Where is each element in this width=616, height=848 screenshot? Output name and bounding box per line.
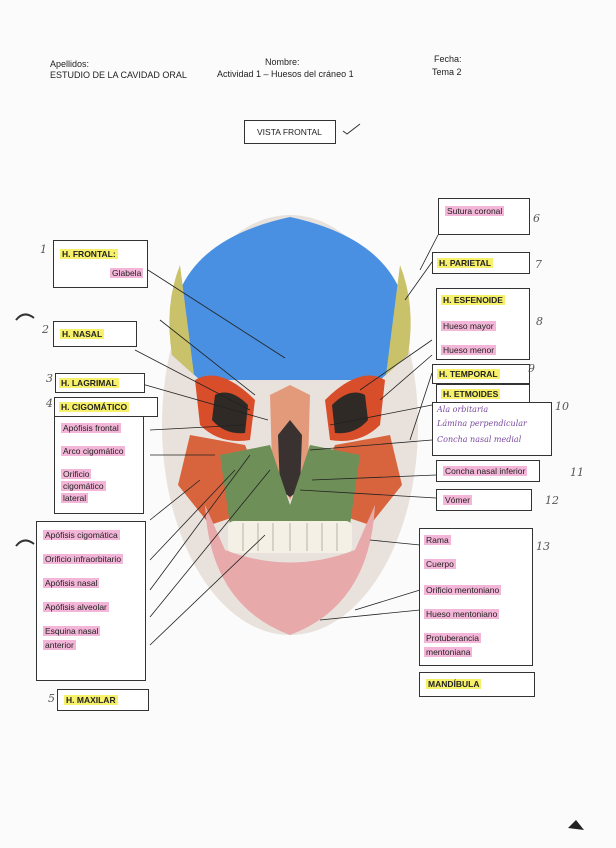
esquina-line-2: anterior <box>43 640 76 650</box>
etmoides-parts-box: Ala orbitaria Lámina perpendicular Conch… <box>432 402 552 456</box>
protuberancia-line-1: Protuberancia <box>424 633 481 643</box>
number-8: 8 <box>536 315 543 328</box>
mandibula-item: Orificio mentoniano <box>424 585 501 595</box>
hueso-menor-label: Hueso menor <box>441 345 496 355</box>
number-13: 13 <box>536 540 550 553</box>
maxilar-parts-box: Apófisis cigomática Orificio infraorbita… <box>36 521 146 681</box>
number-3: 3 <box>46 372 53 385</box>
etmoides-box: H. ETMOIDES <box>436 384 530 404</box>
number-9: 9 <box>528 362 535 375</box>
mandibula-parts-box: Rama Cuerpo Orificio mentoniano Hueso me… <box>419 528 533 666</box>
esfenoide-box: H. ESFENOIDE Hueso mayor Hueso menor <box>436 288 530 360</box>
number-5: 5 <box>48 692 55 705</box>
hueso-mayor-label: Hueso mayor <box>441 321 496 331</box>
concha-inferior-label: Concha nasal inferior <box>443 466 527 476</box>
maxilar-item: Apófisis alveolar <box>43 602 109 612</box>
number-10: 10 <box>555 400 569 413</box>
hole-punch-mark <box>14 538 36 550</box>
vomer-box: Vómer <box>436 489 532 511</box>
temporal-label: H. TEMPORAL <box>437 369 500 379</box>
mandibula-label: MANDÍBULA <box>426 679 481 689</box>
number-4: 4 <box>46 397 53 410</box>
mandibula-item: Cuerpo <box>424 559 456 569</box>
cigomatico-box: H. CIGOMÁTICO <box>54 397 158 417</box>
protuberancia-line-2: mentoniana <box>424 647 472 657</box>
parietal-box: H. PARIETAL <box>432 252 530 274</box>
sutura-box: Sutura coronal <box>438 198 530 235</box>
sutura-label: Sutura coronal <box>445 206 504 216</box>
number-12: 12 <box>545 494 559 507</box>
frontal-label: H. FRONTAL: <box>60 249 118 259</box>
corner-mark <box>566 818 586 832</box>
frontal-box: H. FRONTAL: Glabela <box>53 240 148 288</box>
vomer-label: Vómer <box>443 495 472 505</box>
number-2: 2 <box>42 323 49 336</box>
number-7: 7 <box>535 258 542 271</box>
concha-medial-handwritten: Concha nasal medial <box>437 435 521 444</box>
maxilar-item: Apófisis nasal <box>43 578 99 588</box>
mandibula-item: Hueso mentoniano <box>424 609 499 619</box>
number-6: 6 <box>533 212 540 225</box>
temporal-box: H. TEMPORAL <box>432 364 530 384</box>
glabela-label: Glabela <box>110 268 143 278</box>
ala-orbitaria-handwritten: Ala orbitaria <box>437 405 488 414</box>
orificio-line-3: lateral <box>61 493 88 503</box>
orificio-line-2: cigomático <box>61 481 106 491</box>
parietal-label: H. PARIETAL <box>437 258 493 268</box>
lagrimal-box: H. LAGRIMAL <box>55 373 145 393</box>
esquina-line-1: Esquina nasal <box>43 626 100 636</box>
nasal-box: H. NASAL <box>53 321 137 347</box>
cigomatico-parts-box: Apófisis frontal Arco cigomático Orifici… <box>54 416 144 514</box>
etmoides-label: H. ETMOIDES <box>441 389 500 399</box>
hole-punch-mark <box>14 312 36 324</box>
maxilar-item: Orificio infraorbitario <box>43 554 123 564</box>
concha-inferior-box: Concha nasal inferior <box>436 460 540 482</box>
maxilar-item: Apófisis cigomática <box>43 530 120 540</box>
maxilar-box: H. MAXILAR <box>57 689 149 711</box>
arco-cigomatico-label: Arco cigomático <box>61 446 125 456</box>
orificio-line-1: Orificio <box>61 469 91 479</box>
number-11: 11 <box>570 466 584 479</box>
cigomatico-label: H. CIGOMÁTICO <box>59 402 129 412</box>
mandibula-item: Rama <box>424 535 451 545</box>
maxilar-label: H. MAXILAR <box>64 695 118 705</box>
lamina-perpendicular-handwritten: Lámina perpendicular <box>437 419 527 428</box>
nasal-label: H. NASAL <box>60 329 104 339</box>
mandibula-box: MANDÍBULA <box>419 672 535 697</box>
number-1: 1 <box>40 243 47 256</box>
lagrimal-label: H. LAGRIMAL <box>59 378 119 388</box>
apofisis-frontal-label: Apófisis frontal <box>61 423 121 433</box>
esfenoide-label: H. ESFENOIDE <box>441 295 505 305</box>
